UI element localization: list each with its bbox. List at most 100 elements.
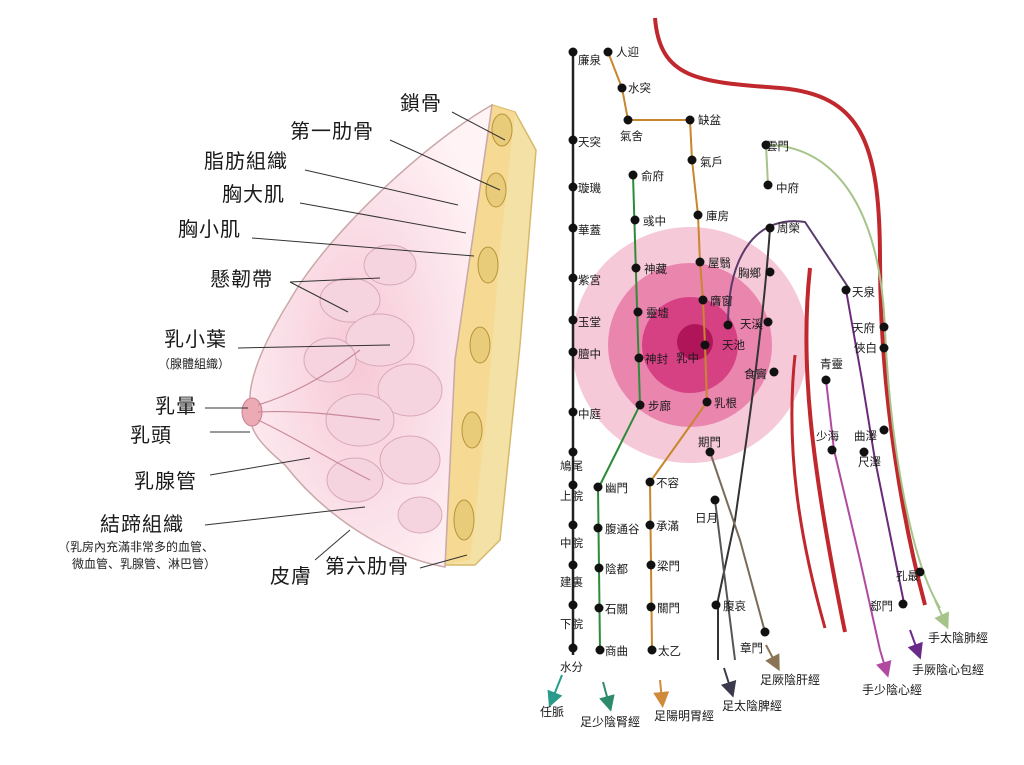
stomach-arrow bbox=[653, 679, 670, 708]
label-lobule: 乳小葉 bbox=[164, 327, 227, 351]
rib-1 bbox=[491, 113, 513, 147]
rib-5 bbox=[461, 411, 483, 449]
pt-zhongwan: 中脘 bbox=[560, 536, 583, 550]
pt-guanmen: 關門 bbox=[657, 601, 680, 615]
kidney-chest-line bbox=[632, 174, 641, 406]
label-nipple: 乳頭 bbox=[130, 423, 172, 447]
pt-shufu: 俞府 bbox=[641, 169, 664, 183]
label-areola: 乳暈 bbox=[155, 394, 197, 418]
label-sixth-rib: 第六肋骨 bbox=[325, 554, 409, 578]
label-fat-tissue: 脂肪組織 bbox=[204, 149, 288, 173]
pt-wuyi: 屋翳 bbox=[708, 256, 731, 270]
stomach-upper-labels: 人迎 水突 氣舍 缺盆 氣戶 庫房 屋翳 膺窗 乳中 乳根 bbox=[616, 45, 737, 410]
stomach-abd-points bbox=[645, 477, 657, 655]
pt-zhongfu: 中府 bbox=[776, 181, 799, 195]
pt-yingchuang: 膺窗 bbox=[710, 294, 733, 308]
pt-shencang: 神藏 bbox=[644, 262, 667, 276]
meridian-lung: 手太陰肺經 bbox=[928, 630, 988, 645]
meridian-stomach: 足陽明胃經 bbox=[654, 709, 714, 723]
pt-shangwan: 上脘 bbox=[560, 489, 583, 503]
pt-tianfu: 天府 bbox=[852, 321, 875, 335]
gallbladder-line bbox=[714, 499, 736, 661]
spleen-arrow bbox=[720, 667, 737, 698]
pt-jiuwei: 鳩尾 bbox=[560, 459, 583, 473]
pericardium-arrow bbox=[907, 629, 923, 660]
label-connective-sub1: （乳房內充滿非常多的血管、 bbox=[58, 539, 214, 554]
misc-points bbox=[705, 140, 925, 637]
spleen-points bbox=[711, 223, 779, 610]
pt-yindu: 陰都 bbox=[605, 562, 628, 576]
ren-point-labels: 廉泉 天突 璇璣 華蓋 紫宮 玉堂 膻中 中庭 鳩尾 上脘 中脘 建裏 下脘 水… bbox=[560, 53, 601, 674]
pt-riyue: 日月 bbox=[695, 511, 718, 525]
pt-bulang: 步廊 bbox=[648, 399, 671, 413]
spleen-labels: 周榮 胸鄉 天溪 食竇 腹哀 bbox=[723, 221, 800, 613]
stomach-upper-points bbox=[603, 47, 712, 407]
pt-shuifen: 水分 bbox=[560, 660, 583, 674]
label-connective-tissue: 結蹄組織 bbox=[100, 512, 184, 536]
meridian-spleen: 足太陰脾經 bbox=[722, 698, 782, 713]
pt-qingling: 青靈 bbox=[820, 357, 843, 371]
pt-yuzhong: 彧中 bbox=[643, 214, 666, 228]
label-connective-sub2: 微血管、乳腺管、淋巴管） bbox=[72, 556, 216, 571]
pt-shidou: 食竇 bbox=[744, 367, 767, 381]
meridian-liver: 足厥陰肝經 bbox=[760, 673, 820, 687]
kidney-abd-labels: 幽門 腹通谷 陰都 石關 商曲 bbox=[605, 481, 640, 658]
pt-shuitu: 水突 bbox=[628, 81, 651, 95]
pt-zigong: 紫宮 bbox=[578, 273, 601, 287]
meridian-ren: 任脈 bbox=[540, 705, 564, 719]
rib-2 bbox=[485, 172, 507, 208]
liver-arrow bbox=[765, 644, 780, 672]
meridian-map: 廉泉 天突 璇璣 華蓋 紫宮 玉堂 膻中 中庭 鳩尾 上脘 中脘 建裏 下脘 水… bbox=[540, 17, 988, 729]
pt-quepen: 缺盆 bbox=[698, 113, 721, 127]
pt-ruzhong: 乳中 bbox=[676, 351, 699, 365]
pt-taiyi: 太乙 bbox=[658, 644, 681, 658]
meridian-labels: 任脈 足少陰腎經 足陽明胃經 足太陰脾經 足厥陰肝經 手少陰心經 手厥陰心包經 … bbox=[540, 630, 988, 729]
lung-branch bbox=[765, 144, 769, 186]
pt-zhourong: 周榮 bbox=[777, 221, 800, 235]
stomach-abd-labels: 不容 承滿 梁門 關門 太乙 bbox=[656, 476, 681, 658]
label-suspensory-ligament: 懸韌帶 bbox=[210, 267, 273, 291]
pt-shenfeng: 神封 bbox=[645, 352, 668, 366]
pt-qimen: 期門 bbox=[698, 435, 721, 449]
pt-xuanji: 璇璣 bbox=[578, 181, 601, 195]
label-first-rib: 第一肋骨 bbox=[290, 119, 374, 143]
pt-fuai: 腹哀 bbox=[723, 599, 746, 613]
ren-points bbox=[568, 47, 578, 653]
leader-lines bbox=[204, 111, 506, 569]
kidney-abd-points bbox=[593, 482, 605, 655]
liver-line bbox=[709, 451, 766, 633]
pt-youmen: 幽門 bbox=[605, 481, 628, 495]
pt-shangqu: 商曲 bbox=[605, 644, 628, 658]
label-lobule-sub: （腺體組織） bbox=[158, 357, 230, 371]
pt-huagai: 華蓋 bbox=[578, 223, 601, 237]
pt-qishe: 氣舍 bbox=[620, 129, 643, 143]
pt-tiantu: 天突 bbox=[578, 135, 601, 149]
pt-tianchi: 天池 bbox=[722, 338, 745, 352]
kidney-arrow bbox=[599, 681, 615, 712]
heart-line bbox=[825, 379, 881, 651]
meridian-heart: 手少陰心經 bbox=[862, 683, 922, 697]
heart-arrow bbox=[876, 649, 892, 678]
pt-xiabai: 俠白 bbox=[854, 341, 877, 355]
pt-rugen: 乳根 bbox=[714, 396, 737, 410]
pt-danzhong: 膻中 bbox=[578, 347, 601, 361]
arm-inner-curve bbox=[804, 267, 847, 633]
label-clavicle: 鎖骨 bbox=[400, 91, 442, 115]
stomach-upper-line bbox=[607, 51, 709, 483]
pt-liangmen: 梁門 bbox=[657, 559, 680, 573]
ren-arrow bbox=[547, 674, 563, 708]
kidney-chest-points bbox=[628, 170, 645, 410]
label-pectoralis-minor: 胸小肌 bbox=[178, 217, 241, 241]
label-milk-duct: 乳腺管 bbox=[134, 469, 197, 493]
pt-lianquan: 廉泉 bbox=[578, 53, 601, 67]
lung-arrow bbox=[934, 599, 949, 630]
label-pectoralis-major: 胸大肌 bbox=[222, 182, 285, 206]
pt-yunmen: 雲門 bbox=[766, 139, 789, 153]
other-point-labels: 天池 期門 章門 日月 雲門 中府 天泉 天府 俠白 曲澤 尺澤 青靈 少海 孔… bbox=[695, 139, 919, 655]
neck-shoulder-curve bbox=[653, 17, 927, 606]
pt-xiongxiang: 胸鄉 bbox=[738, 266, 761, 280]
breast-anatomy: 鎖骨 第一肋骨 脂肪組織 胸大肌 胸小肌 懸韌帶 乳小葉 （腺體組織） 乳暈 乳… bbox=[58, 91, 537, 588]
pt-yutang: 玉堂 bbox=[578, 315, 601, 329]
